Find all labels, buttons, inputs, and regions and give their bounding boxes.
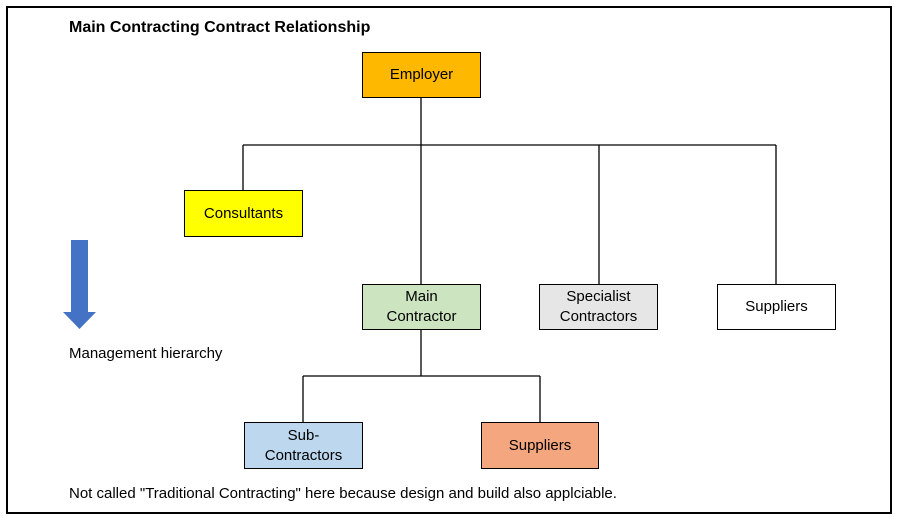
sub-contractors-node: Sub- Contractors — [244, 422, 363, 469]
footnote: Not called "Traditional Contracting" her… — [69, 485, 617, 502]
specialist-contractors-node: Specialist Contractors — [539, 284, 658, 330]
main-contractor-node: Main Contractor — [362, 284, 481, 330]
diagram-frame — [6, 6, 892, 514]
diagram-title: Main Contracting Contract Relationship — [69, 19, 371, 36]
suppliers-top-node: Suppliers — [717, 284, 836, 330]
arrow-shaft — [71, 240, 88, 314]
consultants-node: Consultants — [184, 190, 303, 237]
consultants-label: Consultants — [203, 204, 284, 222]
main-contractor-label: Main Contractor — [386, 288, 457, 325]
employer-node: Employer — [362, 52, 481, 98]
down-arrow-icon — [63, 240, 96, 329]
suppliers-bottom-node: Suppliers — [481, 422, 599, 469]
suppliers-bottom-label: Suppliers — [508, 436, 572, 454]
employer-label: Employer — [389, 66, 454, 83]
arrow-head — [63, 312, 96, 329]
suppliers-top-label: Suppliers — [745, 298, 808, 315]
specialist-contractors-label: Specialist Contractors — [559, 288, 638, 325]
sub-contractors-label: Sub- Contractors — [264, 426, 343, 464]
management-hierarchy-label: Management hierarchy — [69, 345, 223, 362]
